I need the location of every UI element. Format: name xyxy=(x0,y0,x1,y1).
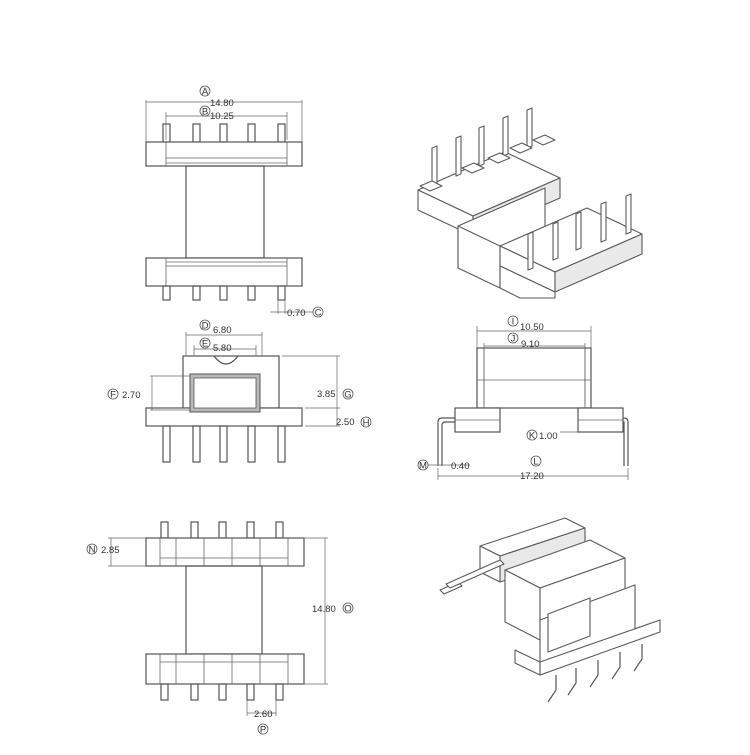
dim-circle-b xyxy=(199,105,211,117)
dim-value-i: 10.50 xyxy=(520,322,544,333)
dim-letter-m: M xyxy=(419,461,427,472)
dim-value-a: 14.80 xyxy=(210,98,234,109)
dim-letter-l: L xyxy=(533,457,538,468)
dim-letter-e: E xyxy=(202,339,208,350)
dim-circle-o xyxy=(342,602,354,614)
dim-letter-a: A xyxy=(202,87,209,98)
dim-circle-d xyxy=(199,319,211,331)
dim-circle-p xyxy=(257,723,269,735)
dim-value-d: 6.80 xyxy=(213,325,232,336)
dim-letter-j: J xyxy=(511,334,516,345)
dim-circle-a xyxy=(199,85,211,97)
top-view: A 14.80 B 10.25 xyxy=(145,85,324,319)
dim-letter-c: C xyxy=(315,308,322,319)
isometric-view-bottom xyxy=(439,517,661,703)
dim-letter-o: O xyxy=(344,604,351,615)
dim-letter-k: K xyxy=(529,431,536,442)
dim-circle-c xyxy=(312,306,324,318)
dim-letter-h: H xyxy=(363,418,370,429)
dim-value-l: 17.20 xyxy=(520,471,544,482)
dim-letter-b: B xyxy=(202,107,208,118)
isometric-view-top xyxy=(417,107,643,299)
dim-circle-m xyxy=(417,459,429,471)
dim-circle-l xyxy=(530,455,542,467)
dim-value-m: 0.40 xyxy=(451,461,470,472)
dim-circle-h xyxy=(360,416,372,428)
dim-value-f: 2.70 xyxy=(122,390,141,401)
dim-letter-f: F xyxy=(110,390,116,401)
dim-value-n: 2.85 xyxy=(101,545,120,556)
dim-value-p: 2.60 xyxy=(254,709,273,720)
dim-value-b: 10.25 xyxy=(210,111,234,122)
dim-circle-g xyxy=(342,388,354,400)
side-view: I 10.50 J 9.10 1.00 K M 0.40 xyxy=(417,315,629,482)
dim-value-e: 5.80 xyxy=(213,343,232,354)
dim-circle-i xyxy=(507,315,519,327)
dim-circle-n xyxy=(86,543,98,555)
dim-letter-n: N xyxy=(89,545,96,556)
dim-letter-p: P xyxy=(260,725,266,736)
dim-circle-k xyxy=(526,429,538,441)
dim-value-c: 0.70 xyxy=(287,308,306,319)
dim-letter-i: I xyxy=(512,317,515,328)
dim-value-h: 2.50 xyxy=(336,417,355,428)
dim-value-j: 9.10 xyxy=(521,339,540,350)
dim-value-o: 14.80 xyxy=(312,604,336,615)
dim-circle-f xyxy=(107,388,119,400)
dim-letter-g: G xyxy=(344,390,351,401)
dim-circle-j xyxy=(507,332,519,344)
dim-circle-e xyxy=(199,337,211,349)
dim-value-g: 3.85 xyxy=(317,389,336,400)
dim-value-k: 1.00 xyxy=(539,431,558,442)
dim-letter-d: D xyxy=(202,321,209,332)
bottom-view: N 2.85 14.80 O 2.60 P xyxy=(86,521,354,736)
front-view: D 6.80 E 5.80 F 2.70 3.85 xyxy=(107,319,372,463)
